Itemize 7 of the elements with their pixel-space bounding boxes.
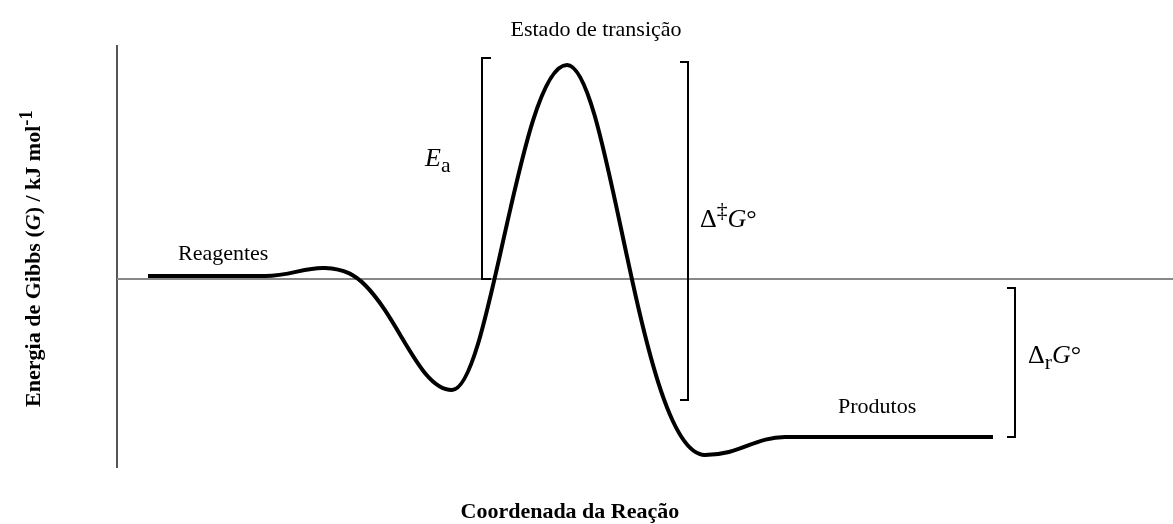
energy-label: Δ$^{‡}$G° [700, 200, 757, 232]
state-label: Produtos [838, 395, 917, 417]
energy-label: Δ$_{r}$G° [1028, 342, 1082, 374]
energy-label: E$_{a}$ [425, 145, 451, 177]
axis-title: Coordenada da Reação [460, 500, 680, 522]
state-label: Reagentes [178, 242, 269, 264]
state-label: Estado de transição [510, 18, 682, 40]
